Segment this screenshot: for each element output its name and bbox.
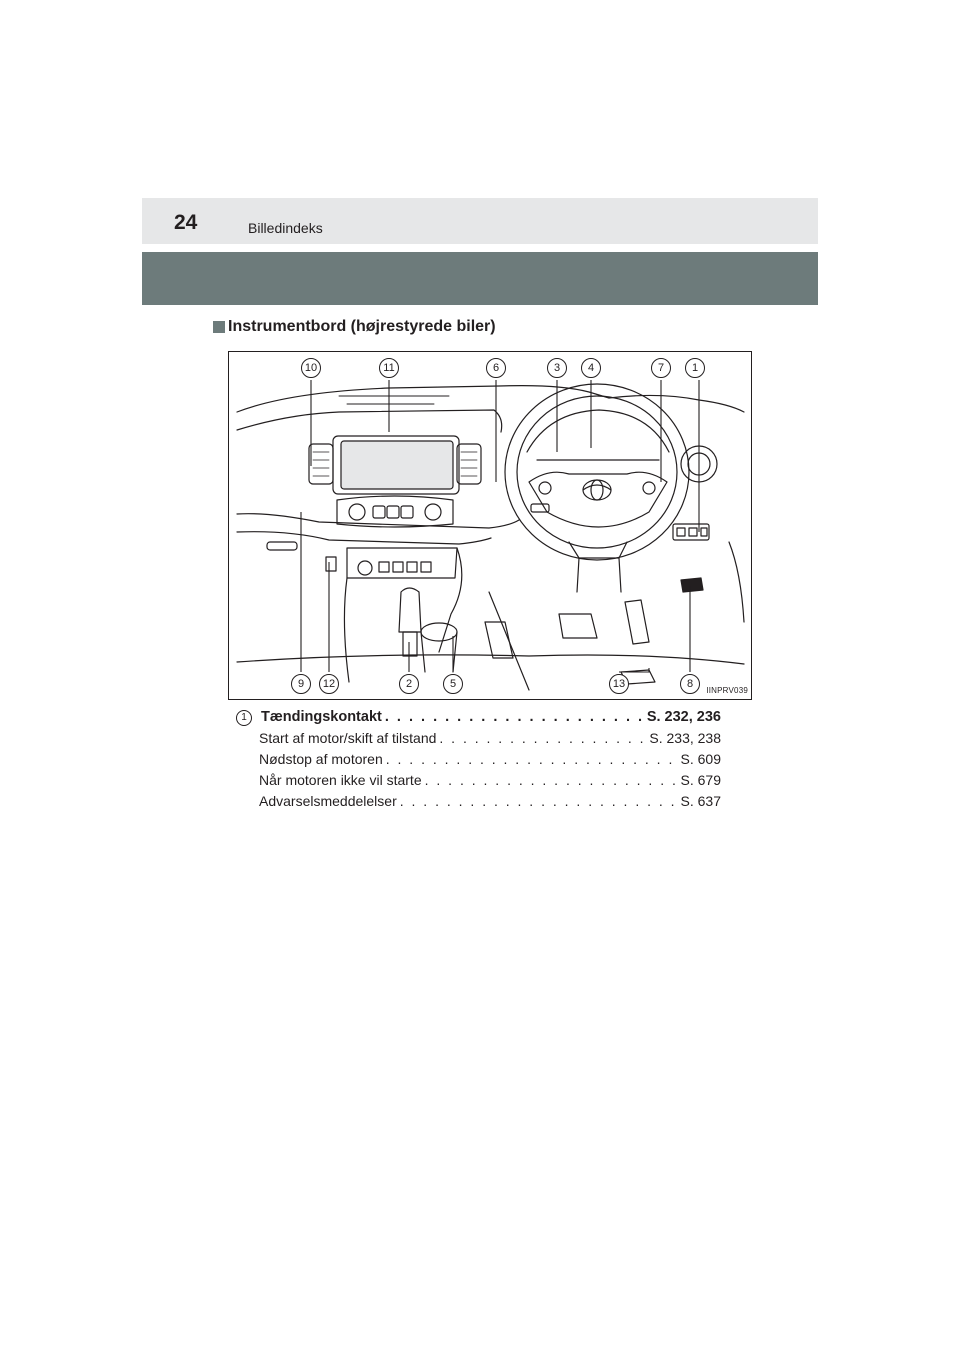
entry-page-ref: S. 232, 236	[646, 709, 721, 725]
callout-leader-lines	[300, 380, 700, 673]
callout-3: 3	[547, 358, 567, 378]
bullet-square-icon	[213, 321, 225, 333]
section-title: Instrumentbord (højrestyrede biler)	[228, 318, 496, 335]
section-heading: Instrumentbord (højrestyrede biler)	[213, 318, 496, 336]
entry-title: Tændingskontakt	[261, 709, 382, 725]
entry-main-row: 1 Tændingskontakt . . . . . . . . . . . …	[236, 709, 721, 730]
dot-leader: . . . . . . . . . . . . . . . . . . . . …	[385, 751, 678, 767]
callout-12: 12	[319, 674, 339, 694]
sub-entry-list: Start af motor/skift af tilstand . . . .…	[236, 730, 721, 814]
callout-4: 4	[581, 358, 601, 378]
callout-6: 6	[486, 358, 506, 378]
callout-10: 10	[301, 358, 321, 378]
dashboard-line-drawing	[236, 383, 745, 691]
callout-8: 8	[680, 674, 700, 694]
callout-7: 7	[651, 358, 671, 378]
callout-9: 9	[291, 674, 311, 694]
entry-list: 1 Tændingskontakt . . . . . . . . . . . …	[236, 709, 721, 814]
sub-entry-row: Når motoren ikke vil starte . . . . . . …	[259, 772, 721, 793]
sub-entry-row: Start af motor/skift af tilstand . . . .…	[259, 730, 721, 751]
sub-entry-label: Advarselsmeddelelser	[259, 793, 397, 809]
sub-entry-page-ref: S. 609	[680, 751, 721, 767]
sub-entry-row: Advarselsmeddelelser . . . . . . . . . .…	[259, 793, 721, 814]
dot-leader: . . . . . . . . . . . . . . . . . . . . …	[384, 709, 644, 725]
figure-code: IINPRV039	[706, 686, 748, 695]
dot-leader: . . . . . . . . . . . . . . . . . . . . …	[439, 730, 646, 746]
sub-entry-label: Nødstop af motoren	[259, 751, 383, 767]
sub-entry-row: Nødstop af motoren . . . . . . . . . . .…	[259, 751, 721, 772]
header-bar	[142, 198, 818, 244]
callout-13: 13	[609, 674, 629, 694]
sub-entry-label: Start af motor/skift af tilstand	[259, 730, 437, 746]
dot-leader: . . . . . . . . . . . . . . . . . . . . …	[424, 772, 678, 788]
dot-leader: . . . . . . . . . . . . . . . . . . . . …	[399, 793, 678, 809]
callout-1: 1	[685, 358, 705, 378]
chapter-title: Billedindeks	[248, 220, 323, 236]
callout-11: 11	[379, 358, 399, 378]
sub-entry-page-ref: S. 679	[680, 772, 721, 788]
sub-entry-page-ref: S. 233, 238	[649, 730, 721, 746]
dashboard-illustration: 10 11 6 3 4 7 1 9 12 2 5 13 8 IINPRV039	[228, 351, 752, 700]
sub-entry-label: Når motoren ikke vil starte	[259, 772, 422, 788]
page-number: 24	[174, 211, 198, 234]
callout-5: 5	[443, 674, 463, 694]
callout-2: 2	[399, 674, 419, 694]
entry-number-badge: 1	[236, 710, 252, 726]
sub-entry-page-ref: S. 637	[680, 793, 721, 809]
section-banner	[142, 252, 818, 305]
